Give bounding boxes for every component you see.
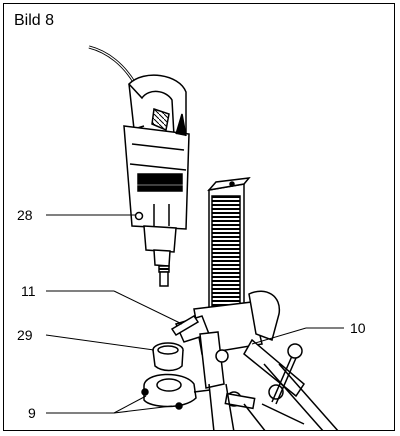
figure-frame: Bild 8 xyxy=(3,3,395,431)
feed-lever xyxy=(261,343,305,425)
callout-9: 9 xyxy=(28,405,36,421)
spindle xyxy=(143,225,177,287)
leader-9-c xyxy=(113,405,173,414)
leader-9-b xyxy=(113,395,147,414)
callout-28: 28 xyxy=(17,207,33,223)
leader-11-b xyxy=(113,290,183,325)
collar-clamps xyxy=(141,373,211,410)
callout-11: 11 xyxy=(21,283,36,299)
motor-housing xyxy=(123,113,190,230)
leader-29 xyxy=(45,334,155,351)
adapter-ring xyxy=(152,342,184,372)
figure-title: Bild 8 xyxy=(14,12,55,29)
carriage xyxy=(174,290,339,430)
clamping-lever xyxy=(170,314,200,337)
callout-29: 29 xyxy=(17,327,33,343)
drill-stand-illustration xyxy=(45,45,344,430)
leader-10-b xyxy=(251,327,307,345)
callout-10: 10 xyxy=(350,320,366,336)
power-cable xyxy=(88,45,136,83)
leader-lines xyxy=(45,214,344,414)
handle xyxy=(127,74,187,137)
